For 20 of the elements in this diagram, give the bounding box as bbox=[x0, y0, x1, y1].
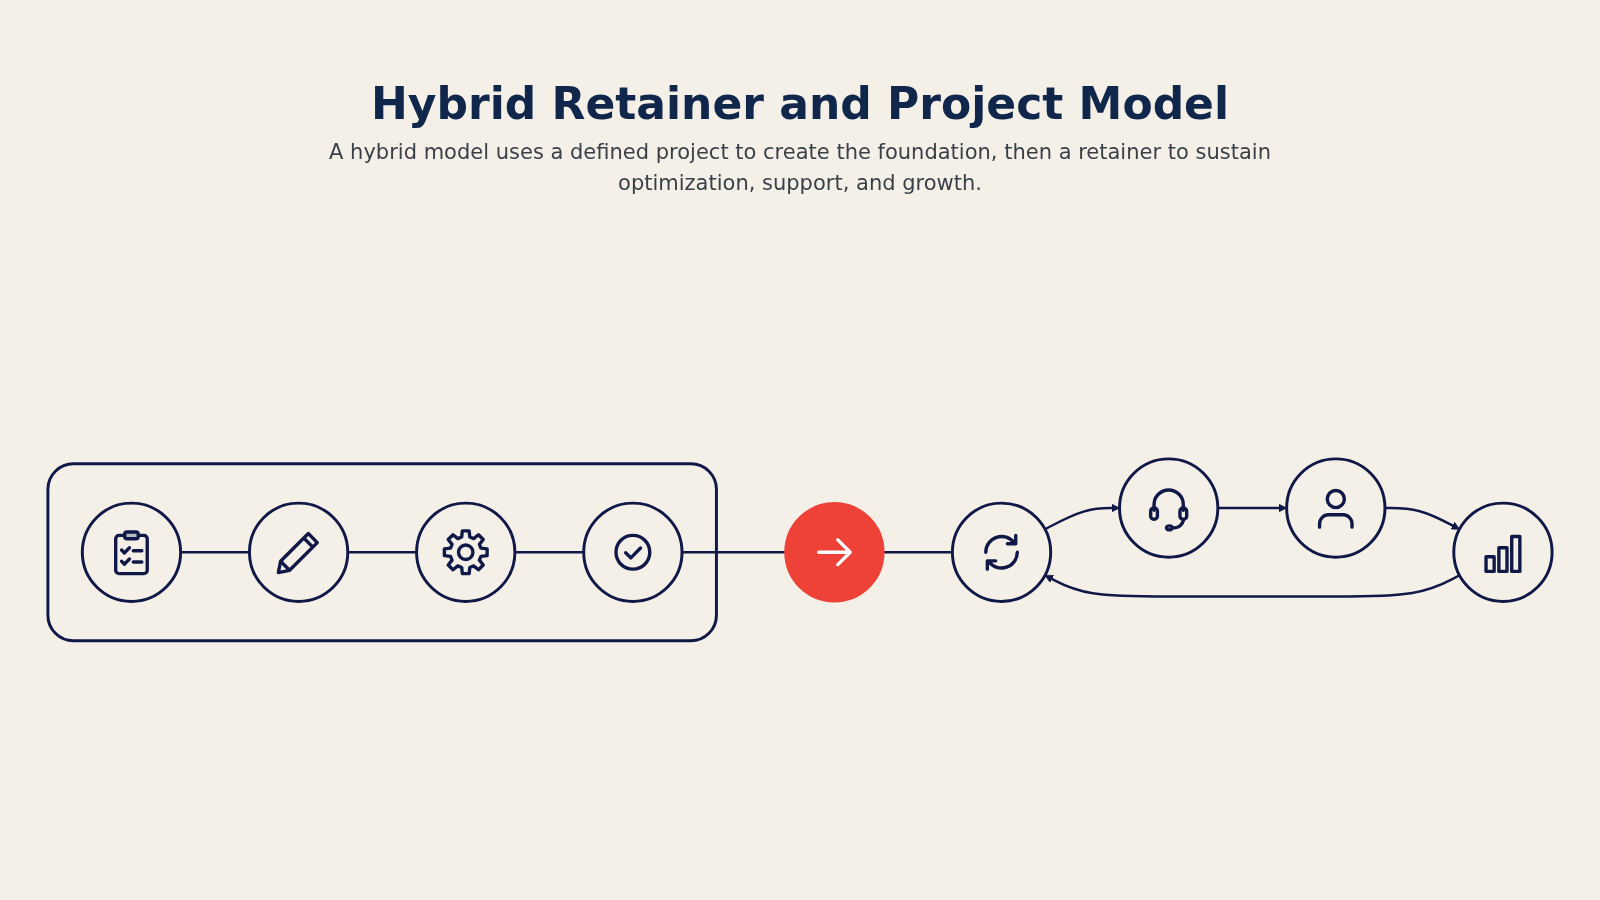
arrow bbox=[1044, 574, 1461, 598]
node-circle bbox=[1118, 457, 1220, 559]
connector bbox=[682, 551, 786, 554]
node-circle bbox=[582, 501, 684, 604]
diagram-title: Hybrid Retainer and Project Model bbox=[370, 78, 1230, 129]
connector bbox=[883, 551, 953, 554]
node-circle bbox=[415, 501, 517, 604]
node-circle bbox=[247, 501, 350, 604]
arrow bbox=[1384, 506, 1460, 530]
connector bbox=[180, 551, 250, 554]
diagram-caption: A hybrid model uses a defined project to create the foundation, then a retainer to sustain optimization, support, and growth. bbox=[328, 139, 1272, 197]
arrow bbox=[1044, 503, 1120, 531]
node-circle bbox=[80, 501, 183, 604]
node-circle bbox=[950, 501, 1053, 604]
node-circle bbox=[784, 502, 885, 603]
connector bbox=[347, 551, 417, 554]
node-circle bbox=[1285, 457, 1387, 559]
node-circle bbox=[1452, 501, 1554, 604]
cluster bbox=[46, 462, 718, 643]
connector bbox=[514, 551, 584, 554]
